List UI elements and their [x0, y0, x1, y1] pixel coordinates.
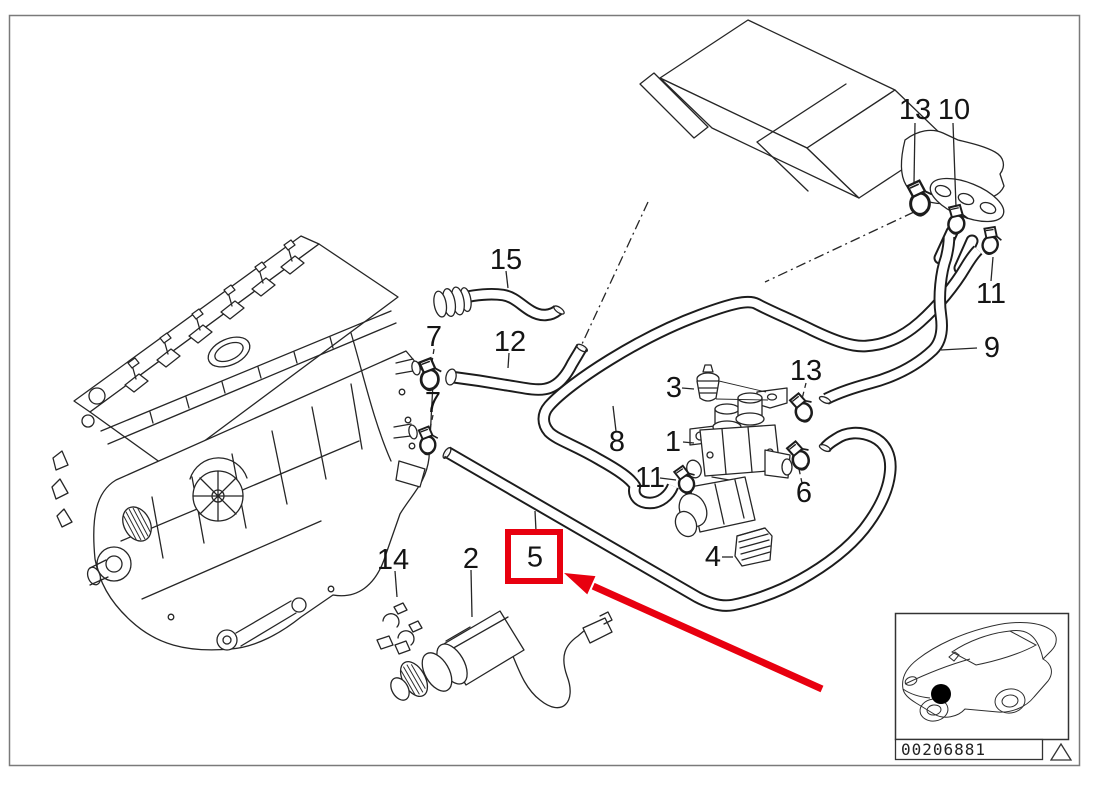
part-label-10[interactable]: 10	[938, 94, 970, 126]
aux-water-pump	[390, 610, 613, 709]
leader-line	[801, 382, 807, 400]
hose-5	[442, 426, 897, 612]
leader-line	[913, 122, 916, 184]
heater-core-box	[639, 19, 948, 199]
hose-clamp-icon	[981, 225, 1002, 255]
grommet	[696, 364, 720, 402]
coil-towers	[124, 239, 305, 393]
hose-clamps	[417, 179, 1002, 495]
leader-line	[715, 398, 769, 401]
part-number-box	[894, 738, 1044, 761]
part-label-8[interactable]: 8	[609, 426, 625, 458]
part-label-12[interactable]: 12	[494, 326, 526, 358]
leader-line	[470, 569, 473, 618]
crank-pulley	[96, 546, 132, 582]
leader-line	[764, 211, 915, 283]
part-label-9[interactable]: 9	[984, 332, 1000, 364]
headlight	[904, 676, 918, 686]
triangle-marker-icon	[1049, 742, 1073, 761]
leader-line	[659, 477, 677, 481]
leader-line	[507, 352, 510, 369]
hose-8	[537, 245, 983, 510]
hoses	[433, 236, 983, 612]
annotation-arrow-shaft	[591, 582, 824, 693]
fan-wheel	[189, 457, 248, 522]
leader-line	[952, 122, 957, 208]
part-label-5[interactable]: 5	[527, 542, 543, 574]
leader-line	[798, 468, 803, 484]
hose-15-bellows	[433, 286, 472, 318]
leader-lines	[394, 122, 994, 618]
engine-illustration	[51, 235, 434, 651]
part-label-15[interactable]: 15	[490, 244, 522, 276]
hose-clamp-icon	[947, 203, 969, 235]
diagram-border-frame	[8, 14, 1081, 767]
leader-line	[394, 570, 398, 598]
part-label-11[interactable]: 11	[976, 278, 1006, 310]
part-label-4[interactable]: 4	[705, 541, 721, 573]
leader-line	[682, 441, 695, 444]
leader-line	[940, 347, 978, 351]
part-label-2[interactable]: 2	[463, 543, 479, 575]
car-inset: 00206881	[894, 612, 1073, 761]
leader-line	[534, 510, 537, 532]
part-label-13[interactable]: 13	[790, 355, 822, 387]
hose-clamp-icon	[417, 425, 439, 456]
leader-line	[581, 201, 649, 345]
location-dot	[931, 684, 951, 704]
annotation-arrow-head	[564, 573, 596, 595]
bracket-part4	[734, 527, 773, 567]
part-label-13[interactable]: 13	[899, 94, 931, 126]
hose-clamp-icon	[672, 464, 696, 495]
hose-clamp-icon	[785, 439, 810, 471]
part-number-text: 00206881	[901, 740, 986, 759]
hose-12	[445, 343, 589, 396]
part-label-6[interactable]: 6	[796, 477, 812, 509]
red-highlight-annotation: 5	[505, 510, 824, 693]
highlight-box	[505, 529, 563, 584]
oil-cap	[207, 336, 251, 368]
pump-pulley	[122, 506, 152, 542]
hose-15	[433, 286, 565, 322]
part-label-14[interactable]: 14	[377, 544, 409, 576]
part-label-7[interactable]: 7	[426, 321, 442, 353]
part-label-7[interactable]: 7	[425, 387, 441, 419]
hose-9	[818, 236, 956, 405]
hose-clamp-icon	[417, 356, 442, 392]
hose-clamp-icon	[788, 391, 813, 423]
part-label-3[interactable]: 3	[666, 372, 682, 404]
mirror	[948, 651, 960, 662]
part-label-11[interactable]: 11	[635, 462, 665, 494]
leader-line	[429, 414, 434, 430]
part-label-1[interactable]: 1	[665, 426, 681, 458]
car-sketch	[902, 622, 1057, 722]
leader-line	[990, 256, 994, 282]
leader-line	[718, 380, 767, 393]
water-valve-assembly	[674, 387, 793, 538]
cable-holder	[376, 602, 423, 655]
hose-clamp-icon	[905, 179, 933, 217]
leader-line	[505, 270, 509, 289]
leader-line	[612, 405, 617, 432]
leader-line	[681, 387, 695, 390]
